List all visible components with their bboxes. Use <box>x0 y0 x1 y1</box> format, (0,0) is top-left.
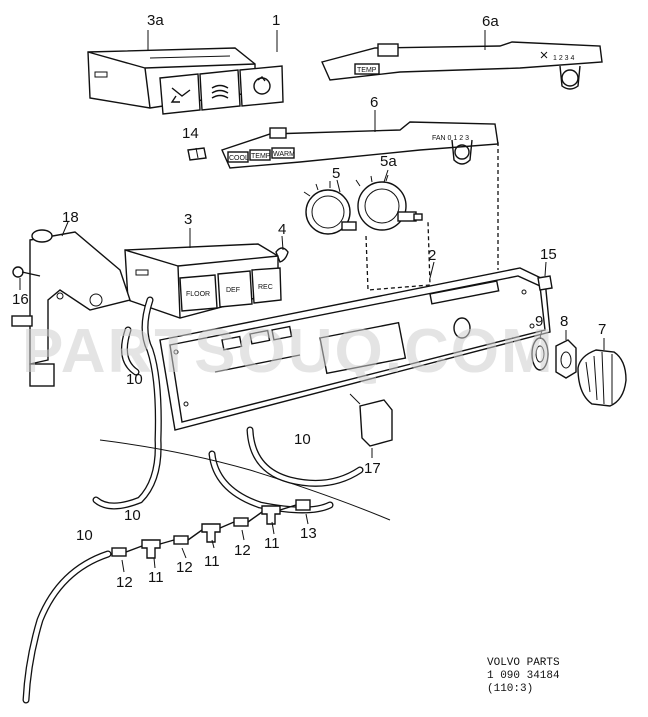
callout-3a: 3a <box>147 12 164 29</box>
slider-6-temp-label: TEMP <box>251 153 271 160</box>
callout-10-upper: 10 <box>126 371 143 388</box>
callout-11-left: 11 <box>148 569 164 586</box>
control-unit-3: FLOOR DEF REC <box>124 243 282 319</box>
callout-18: 18 <box>62 209 79 226</box>
callout-8: 8 <box>560 313 568 330</box>
callout-15: 15 <box>540 246 557 263</box>
slider-6-cool-label: COOL <box>229 155 249 162</box>
slider-6a-temp-label: TEMP <box>357 67 377 74</box>
def-button-label: DEF <box>226 287 240 294</box>
callout-14: 14 <box>182 125 199 142</box>
callout-10-middle: 10 <box>124 507 141 524</box>
callout-7: 7 <box>598 321 606 338</box>
nut-8 <box>555 339 577 379</box>
callout-11-right: 11 <box>264 535 280 552</box>
reference-number: 1 090 34184 <box>487 670 560 682</box>
callout-12-left: 12 <box>116 574 133 591</box>
clip-15 <box>537 275 553 291</box>
bracket-18 <box>11 229 131 387</box>
callout-5: 5 <box>332 165 340 182</box>
callout-10-right: 10 <box>294 431 311 448</box>
hose-connectors <box>111 499 311 559</box>
callout-16: 16 <box>12 291 29 308</box>
clip-14 <box>187 147 207 161</box>
callout-12-middle: 12 <box>176 559 193 576</box>
callout-3: 3 <box>184 211 192 228</box>
reference-brand: VOLVO PARTS <box>487 657 560 669</box>
callout-9: 9 <box>535 313 543 330</box>
reference-code: (110:3) <box>487 683 534 695</box>
callout-11-middle: 11 <box>204 553 220 570</box>
rotary-switch-5a <box>355 174 423 231</box>
reference-block: VOLVO PARTS 1 090 34184 (110:3) <box>487 657 560 696</box>
callout-4: 4 <box>278 221 286 238</box>
clip-4 <box>275 235 289 263</box>
screw-16 <box>12 266 41 278</box>
watermark-text: PARTSOUQ.COM <box>22 317 555 386</box>
knob-7 <box>577 349 627 407</box>
fan-icon <box>540 51 548 59</box>
slider-6: COOL TEMP WARM FAN 0 1 2 3 <box>221 121 499 169</box>
front-panel-2 <box>159 267 551 431</box>
callout-13: 13 <box>300 525 317 542</box>
callout-6a: 6a <box>482 13 499 30</box>
callout-12-right: 12 <box>234 542 251 559</box>
button-bank-icons <box>159 65 284 115</box>
floor-button-label: FLOOR <box>186 291 210 298</box>
callout-1: 1 <box>272 12 280 29</box>
slider-6-warm-label: WARM <box>273 151 295 158</box>
slider-6a-fan-scale: 1 2 3 4 <box>553 55 575 62</box>
callout-10-lower: 10 <box>76 527 93 544</box>
rotary-switch-5 <box>303 181 357 235</box>
callout-6: 6 <box>370 94 378 111</box>
callout-2: 2 <box>428 247 436 264</box>
callout-17: 17 <box>364 460 381 477</box>
rec-button-label: REC <box>258 284 273 291</box>
vacuum-hoses-10 <box>22 296 391 704</box>
control-unit-3a <box>87 47 284 115</box>
slider-6a: TEMP 1 2 3 4 <box>321 41 603 90</box>
slider-6-fan-scale: FAN 0 1 2 3 <box>432 135 469 142</box>
callout-5a: 5a <box>380 153 397 170</box>
cap-17 <box>359 399 393 447</box>
callout-labels: 3a 1 6a 6 14 5 5a 18 3 4 2 15 16 9 8 7 1… <box>12 12 606 591</box>
